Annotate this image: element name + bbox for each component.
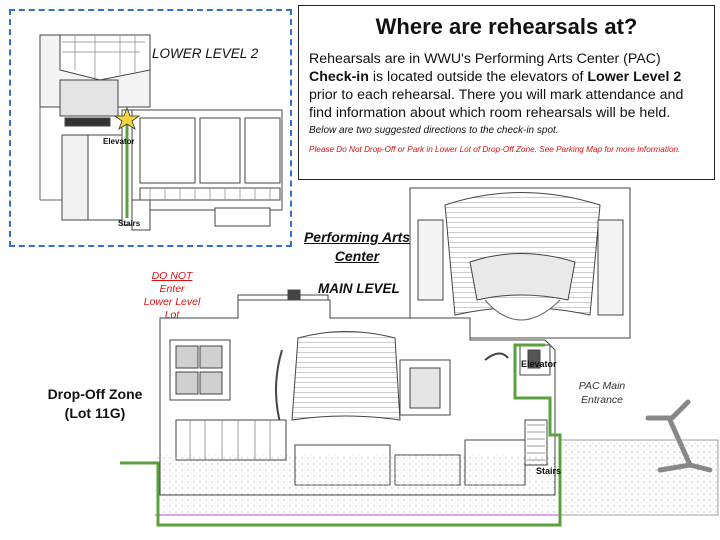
lower-level-label: Lower Level 2 [587, 69, 682, 85]
lower-level-plan [39, 34, 283, 231]
info-note: Below are two suggested directions to th… [309, 125, 559, 136]
dropoff-line-1: Drop-Off Zone [47, 386, 143, 402]
no-enter-text: Enter [159, 283, 185, 295]
info-line-1: Rehearsals are in WWU's Performing Arts … [309, 51, 661, 67]
plaza-area-right [559, 439, 719, 516]
info-panel: Where are rehearsals at? Rehearsals are … [298, 5, 715, 180]
building-name-line-1: Performing Arts [303, 229, 411, 245]
lower-elevator-label: Elevator [103, 137, 135, 146]
pac-entrance-line-1: PAC Main [578, 380, 626, 392]
lower-stairs-label: Stairs [118, 219, 141, 228]
no-enter-line-2: Lower Level [143, 296, 201, 308]
check-in-label: Check-in [309, 69, 369, 85]
info-warning: Please Do Not Drop-Off or Park in Lower … [309, 145, 681, 154]
lower-level-title: LOWER LEVEL 2 [152, 46, 259, 61]
plaza-area-left [155, 455, 555, 515]
info-line-2: is located outside the elevators of [368, 69, 588, 85]
pac-entrance-line-2: Entrance [580, 394, 624, 406]
info-body: Rehearsals are in WWU's Performing Arts … [309, 50, 704, 122]
main-level-title: MAIN LEVEL [318, 281, 400, 296]
main-elevator-label: Elevator [521, 359, 557, 369]
building-name-line-2: Center [334, 248, 380, 264]
main-level-route [120, 343, 562, 527]
info-line-3: prior to each rehearsal. There you will … [309, 87, 684, 121]
no-enter-line-3: Lot [164, 309, 180, 321]
info-title: Where are rehearsals at? [375, 14, 638, 39]
no-enter-warning: DO NOT Enter Lower Level Lot [138, 270, 206, 322]
dropoff-zone-label: Drop-Off Zone (Lot 11G) [40, 385, 150, 423]
check-in-star-icon [113, 106, 141, 130]
pac-entrance-label: PAC Main Entrance [572, 379, 632, 407]
walkway-lines [645, 399, 713, 473]
building-name: Performing Arts Center [300, 228, 414, 266]
dropoff-line-2: (Lot 11G) [64, 405, 126, 421]
lower-level-inset [9, 9, 292, 247]
no-enter-emphasis: DO NOT [151, 270, 193, 282]
main-level-plan [159, 187, 631, 496]
main-stairs-label: Stairs [536, 466, 562, 476]
